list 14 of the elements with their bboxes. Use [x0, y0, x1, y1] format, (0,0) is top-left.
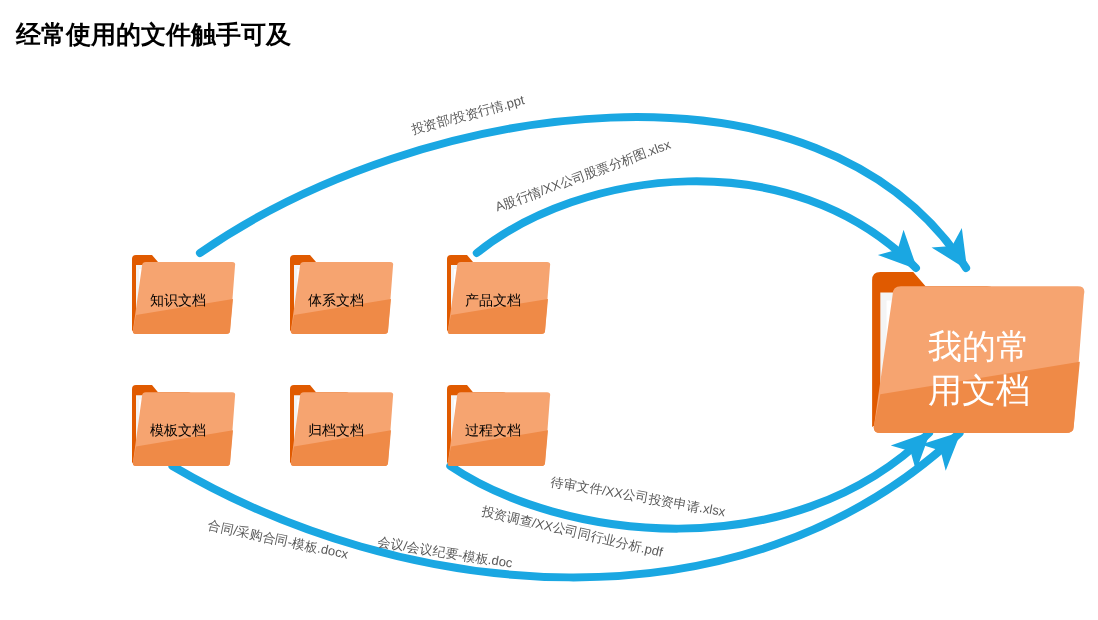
edge-label: 待审文件/XX公司投资申请.xlsx [549, 473, 727, 520]
edge-label: 投资部/投资行情.ppt [409, 92, 527, 138]
folder-label: 体系文档 [308, 291, 364, 309]
folder-label: 过程文档 [465, 421, 521, 439]
curved-arrow [195, 113, 971, 272]
title: 经常使用的文件触手可及 [16, 19, 291, 50]
folder-label: 归档文档 [308, 421, 364, 439]
folder-label: 模板文档 [150, 421, 206, 439]
folder-label: 知识文档 [150, 291, 206, 309]
folder-label: 产品文档 [465, 291, 521, 309]
edge-label: 会议/会议纪要-模板.doc [376, 534, 514, 572]
edge-label: A股行情/XX公司股票分析图.xlsx [493, 136, 673, 216]
file-path-label: 合同/采购合同-模板.docx [206, 517, 350, 563]
folder-label: 我的常用文档 [927, 326, 1031, 411]
